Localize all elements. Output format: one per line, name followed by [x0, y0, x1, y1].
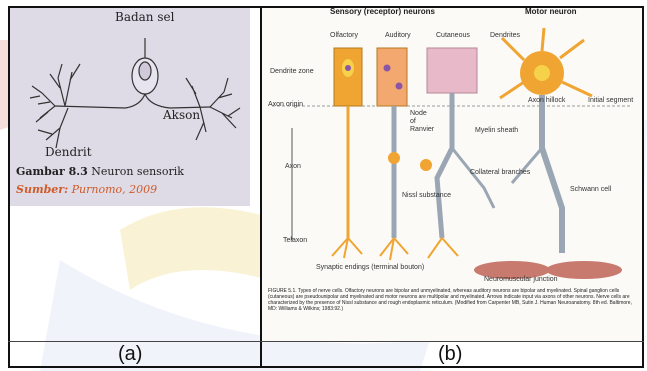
sub-caption-a: (a) [118, 343, 142, 366]
sub-caption-b: (b) [438, 343, 462, 366]
sub-caption-rule [8, 341, 644, 342]
panel-divider [260, 6, 262, 368]
figure-frame [8, 6, 644, 368]
